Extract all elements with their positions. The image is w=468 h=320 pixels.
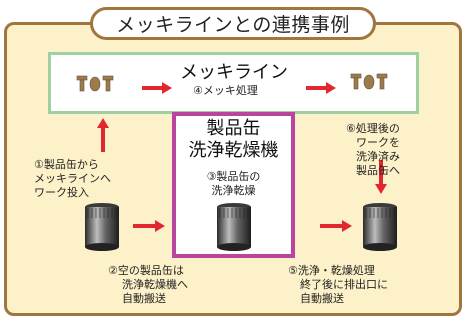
arrow-right-washer-to-can bbox=[320, 220, 352, 232]
step5-label: ⑤洗浄・乾燥処理 終了後に排出口に 自動搬送 bbox=[288, 264, 388, 305]
parts-image-left bbox=[76, 75, 114, 92]
arrow-down-step6 bbox=[375, 160, 387, 194]
plating-line-title: メッキライン bbox=[180, 62, 288, 83]
step4-label: ④メッキ処理 bbox=[193, 84, 258, 97]
product-can-right bbox=[363, 203, 397, 251]
arrow-up-step1 bbox=[97, 118, 109, 152]
washer-title-line2: 洗浄乾燥機 bbox=[188, 140, 279, 161]
washer-dryer-box bbox=[172, 112, 295, 258]
arrow-right-can-to-washer bbox=[133, 220, 165, 232]
arrow-right-process-to-parts bbox=[306, 82, 336, 94]
diagram-title: メッキラインとの連携事例 bbox=[90, 7, 376, 40]
product-can-center bbox=[217, 203, 251, 251]
step1-label: ①製品缶から メッキラインへ ワーク投入 bbox=[34, 158, 111, 199]
step3-label: ③製品缶の 洗浄乾燥 bbox=[206, 170, 261, 197]
product-can-left bbox=[85, 203, 119, 251]
parts-image-right bbox=[350, 73, 388, 90]
washer-dryer-title: 製品缶 洗浄乾燥機 bbox=[172, 118, 295, 162]
step2-label: ②空の製品缶は 洗浄乾燥機へ 自動搬送 bbox=[108, 264, 188, 305]
washer-title-line1: 製品缶 bbox=[206, 118, 261, 139]
arrow-right-parts-to-process bbox=[142, 82, 172, 94]
step6-label: ⑥処理後の ワークを 洗浄済み 製品缶へ bbox=[346, 122, 400, 177]
